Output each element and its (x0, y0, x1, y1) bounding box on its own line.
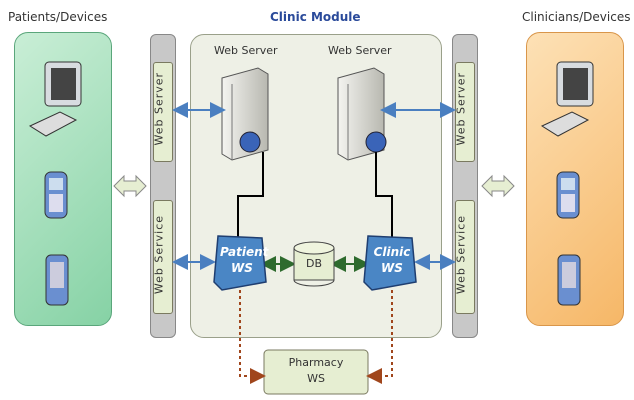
clinic-module-title: Clinic Module (270, 10, 361, 24)
patients-devices-label: Patients/Devices (8, 10, 108, 24)
clinicians-devices-label: Clinicians/Devices (522, 10, 631, 24)
pharmacy-line2: WS (307, 372, 325, 385)
cell-phone-icon-right (556, 171, 580, 219)
web-server-left-label: Web Server (214, 44, 278, 57)
clinic-ws-line2: WS (381, 261, 403, 275)
patient-ws-line2: WS (231, 261, 253, 275)
left-double-arrow (113, 174, 147, 198)
cell-phone-icon (44, 171, 68, 219)
web-server-right-label: Web Server (328, 44, 392, 57)
server-icon (221, 67, 269, 161)
pda-icon (45, 254, 69, 306)
desktop-computer-icon-right (540, 61, 594, 137)
pharmacy-line1: Pharmacy (288, 356, 344, 369)
server-icon-right (337, 67, 387, 161)
patient-ws-line1: Patient (220, 245, 269, 259)
clinic-ws-box (363, 235, 417, 291)
db-label: DB (305, 257, 323, 270)
clinic-ws-line1: Clinic (373, 245, 411, 259)
right-double-arrow (481, 174, 515, 198)
desktop-computer-icon (28, 61, 82, 137)
pda-icon-right (557, 254, 581, 306)
db-cylinder (293, 241, 335, 287)
patient-ws-box (213, 235, 267, 291)
